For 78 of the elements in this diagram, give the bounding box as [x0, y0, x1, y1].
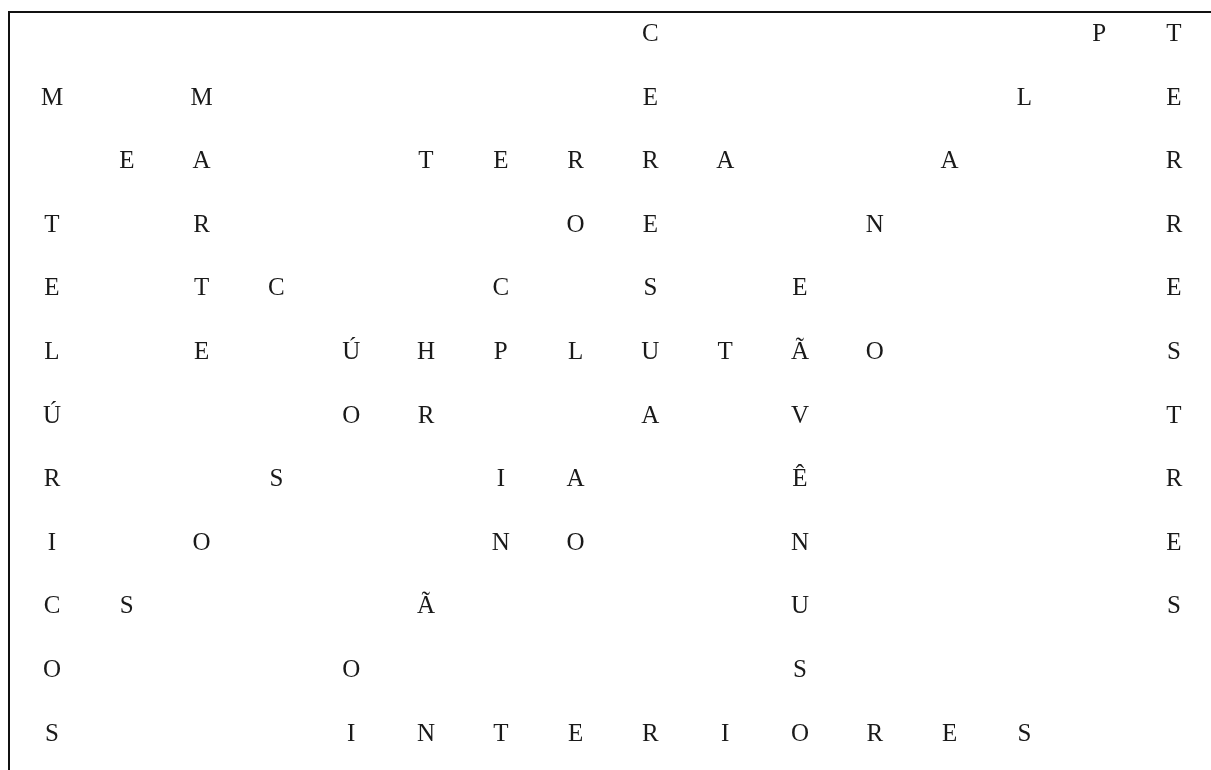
grid-letter: Ã — [416, 590, 436, 621]
grid-letter: M — [190, 81, 213, 112]
grid-letter: O — [342, 654, 361, 684]
grid-letter: L — [1016, 81, 1033, 112]
grid-letter: O — [566, 208, 585, 239]
grid-letter: O — [42, 654, 62, 684]
grid-letter: R — [1165, 145, 1183, 176]
grid-letter: R — [417, 399, 435, 430]
grid-letter: T — [193, 272, 210, 303]
grid-letter: Ú — [342, 336, 361, 366]
grid-letter: V — [790, 399, 810, 430]
grid-letter: I — [347, 717, 356, 748]
grid-letter: A — [716, 145, 735, 176]
grid-letter: S — [269, 463, 284, 494]
grid-letter: A — [566, 463, 585, 494]
grid-letter: E — [1166, 81, 1182, 112]
grid-letter: Ú — [42, 399, 62, 430]
grid-letter: C — [492, 272, 510, 303]
grid-letter: O — [566, 526, 585, 557]
grid-letter: R — [642, 145, 659, 176]
grid-letter: S — [793, 654, 807, 684]
grid-letter: T — [493, 717, 509, 748]
grid-letter: Ê — [792, 463, 808, 494]
grid-letter: S — [45, 717, 59, 748]
grid-letter: A — [641, 399, 660, 430]
grid-letter: I — [721, 717, 730, 748]
grid-letter: U — [641, 336, 660, 366]
grid-letter: T — [44, 208, 60, 239]
grid-letter: S — [1017, 717, 1032, 748]
grid-letter: C — [268, 272, 285, 303]
grid-letter: E — [792, 272, 808, 303]
grid-letter: E — [642, 208, 659, 239]
grid-letter: A — [192, 145, 211, 176]
grid-letter: R — [1165, 208, 1183, 239]
grid-letter: R — [43, 463, 61, 494]
grid-letter: R — [567, 145, 584, 176]
grid-letter: N — [790, 526, 810, 557]
grid-letter: L — [567, 336, 584, 366]
grid-letter: S — [119, 590, 134, 621]
grid-letter: L — [44, 336, 60, 366]
grid-letter: E — [941, 717, 958, 748]
grid-letter: N — [491, 526, 510, 557]
grid-letter: P — [1092, 18, 1107, 48]
grid-letter: O — [192, 526, 211, 557]
grid-letter: U — [790, 590, 810, 621]
grid-letter: E — [493, 145, 509, 176]
grid-letter: H — [416, 336, 436, 366]
grid-letter: E — [193, 336, 210, 366]
grid-letter: T — [1166, 399, 1182, 430]
grid-letter: P — [493, 336, 508, 366]
grid-letter: O — [790, 717, 810, 748]
grid-letter: C — [642, 18, 659, 48]
grid-letter: C — [43, 590, 61, 621]
grid-letter: T — [1166, 18, 1182, 48]
grid-letter: I — [496, 463, 505, 494]
grid-letter: M — [40, 81, 64, 112]
grid-letter: E — [567, 717, 584, 748]
grid-letter: E — [1166, 272, 1182, 303]
grid-letter: E — [1166, 526, 1182, 557]
grid-letter: R — [193, 208, 210, 239]
grid-letter: S — [1167, 590, 1181, 621]
grid-letter: S — [643, 272, 658, 303]
grid-letter: O — [865, 336, 884, 366]
grid-letter: E — [119, 145, 135, 176]
grid-letter: R — [642, 717, 659, 748]
grid-letter: R — [866, 717, 884, 748]
grid-letter: T — [418, 145, 434, 176]
grid-letter: E — [642, 81, 659, 112]
grid-letter: R — [1165, 463, 1183, 494]
grid-letter: E — [44, 272, 60, 303]
grid-letter: T — [717, 336, 733, 366]
grid-letter: S — [1167, 336, 1181, 366]
grid-letter: N — [865, 208, 884, 239]
grid-letter: I — [47, 526, 57, 557]
grid-letter: Ã — [790, 336, 810, 366]
grid-letter: N — [416, 717, 436, 748]
grid-letter: O — [342, 399, 361, 430]
grid-letter: A — [940, 145, 959, 176]
